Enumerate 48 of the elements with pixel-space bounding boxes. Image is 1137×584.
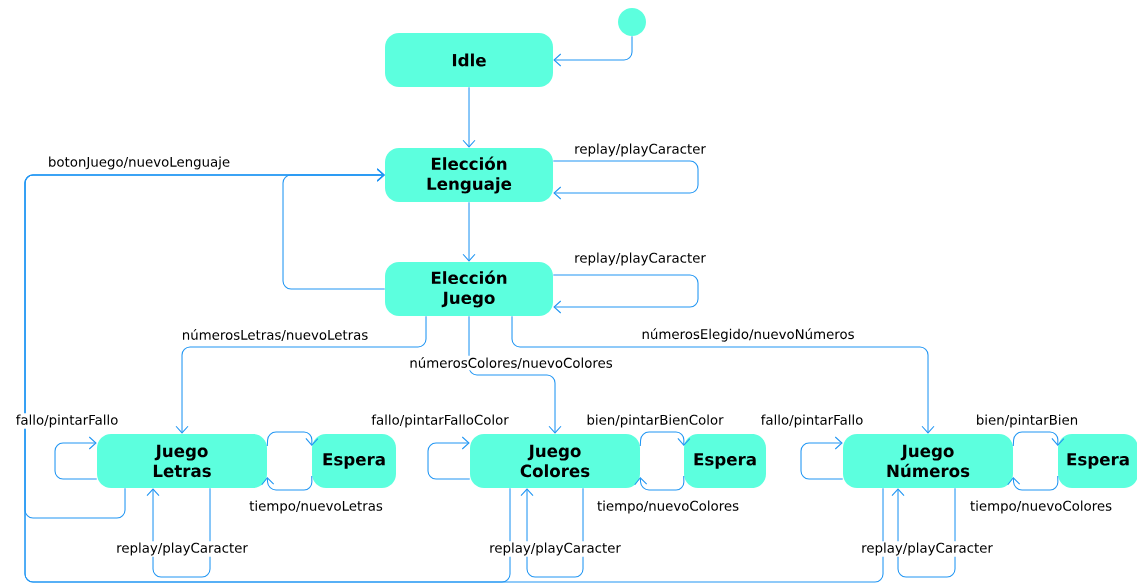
arrow: [891, 487, 956, 578]
arrow: [639, 431, 691, 447]
edge-label: fallo/pintarFallo: [14, 413, 120, 429]
state-box: Juego Letras: [97, 434, 267, 488]
arrow: [553, 35, 633, 67]
edge-label: replay/playCaracter: [859, 541, 995, 557]
arrow: [1012, 431, 1065, 447]
state-box: Idle: [385, 33, 553, 87]
arrow: [800, 436, 844, 480]
arrow: [24, 168, 884, 583]
edge-label: númerosColores/nuevoColores: [408, 355, 615, 371]
edge-label: botonJuego/nuevoLenguaje: [46, 155, 232, 171]
arrow: [427, 436, 471, 480]
initial-state-circle: [618, 8, 646, 36]
edge-label: tiempo/nuevoColores: [595, 499, 741, 515]
edge-label: tiempo/nuevoColores: [968, 499, 1114, 515]
arrow: [175, 315, 427, 434]
arrow: [54, 436, 98, 480]
arrow: [552, 160, 699, 200]
state-box: Elección Juego: [385, 262, 553, 316]
edge-label: fallo/pintarFalloColor: [369, 413, 511, 429]
edge-label: replay/playCaracter: [114, 541, 250, 557]
edge-label: bien/pintarBien: [974, 413, 1080, 429]
edge-label: replay/playCaracter: [572, 142, 708, 158]
edge-label: replay/playCaracter: [572, 251, 708, 267]
arrow: [261, 475, 313, 491]
edge-label: númerosElegido/nuevoNúmeros: [640, 326, 856, 344]
arrow: [634, 475, 685, 491]
edge-label: fallo/pintarFallo: [759, 413, 865, 429]
state-box: Espera: [1058, 434, 1137, 488]
state-box: Elección Lenguaje: [385, 148, 553, 202]
arrow: [511, 315, 935, 434]
arrow: [266, 431, 319, 447]
state-box: Espera: [312, 434, 396, 488]
state-box: Juego Colores: [470, 434, 640, 488]
arrow: [552, 274, 699, 314]
arrow: [1007, 475, 1059, 491]
arrow: [462, 86, 476, 148]
arrow: [468, 315, 562, 434]
edge-label: replay/playCaracter: [487, 541, 623, 557]
edge-label: tiempo/nuevoLetras: [247, 499, 385, 515]
edge-label: bien/pintarBienColor: [585, 413, 725, 429]
edge-label: númerosLetras/nuevoLetras: [180, 327, 370, 343]
arrow: [146, 487, 211, 578]
arrow: [462, 201, 476, 262]
state-box: Juego Números: [843, 434, 1013, 488]
state-box: Espera: [684, 434, 766, 488]
arrow: [520, 487, 584, 578]
